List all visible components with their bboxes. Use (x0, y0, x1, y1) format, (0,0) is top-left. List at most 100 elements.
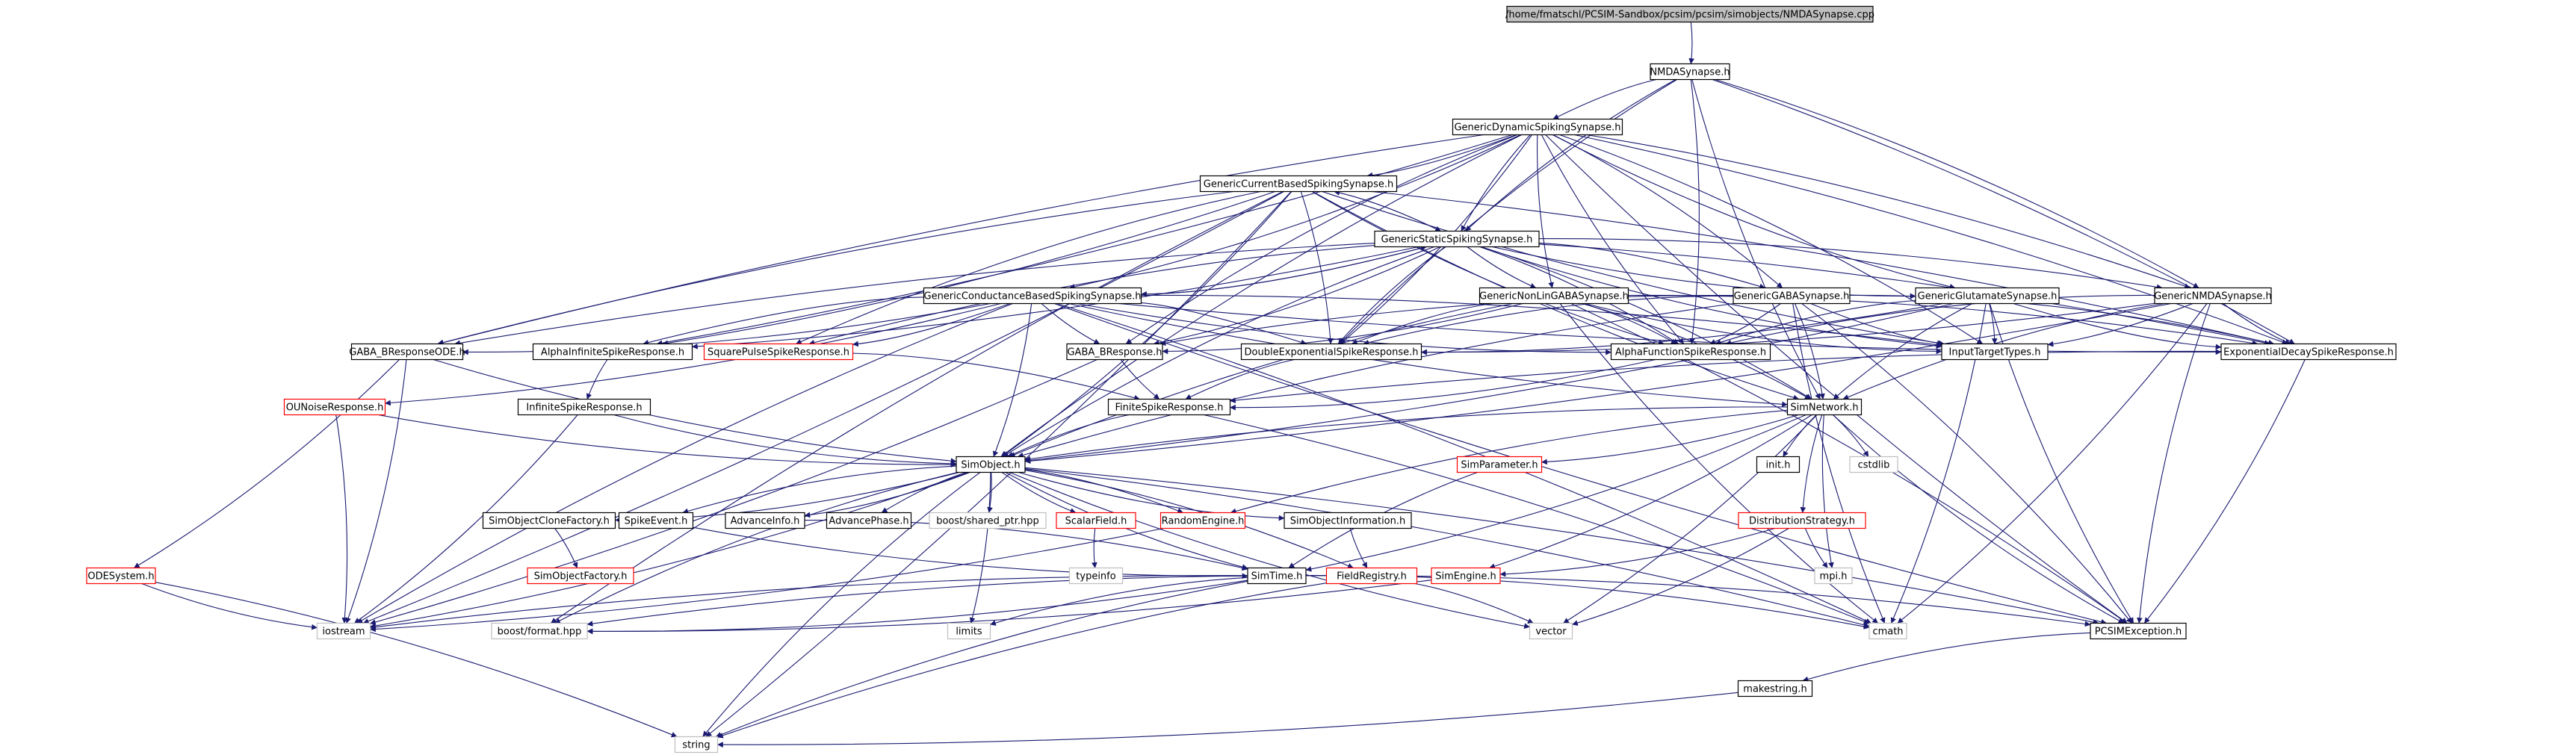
file-node-box (1506, 5, 1874, 23)
include-edge-gcbss-to-gabaode (437, 190, 1234, 346)
include-edge-simobject-to-cmath (1024, 467, 1870, 628)
file-node-label: AdvancePhase.h (829, 516, 908, 527)
file-node-distributionstrategy-h: DistributionStrategy.h (1738, 512, 1866, 529)
file-node-genericconductancebasedspikingsynapse-h[interactable]: GenericConductanceBasedSpikingSynapse.h (923, 287, 1142, 305)
file-node-cstdlib: cstdlib (1849, 456, 1898, 473)
file-node-alphainfinitespikeresponse-h[interactable]: AlphaInfiniteSpikeResponse.h (532, 343, 693, 361)
file-node-finitespikeresponse-h[interactable]: FiniteSpikeResponse.h (1107, 398, 1231, 416)
file-node-spikeevent-h[interactable]: SpikeEvent.h (618, 512, 694, 529)
include-edge-simnetwork-to-cstdlib (1833, 414, 1869, 457)
file-node-simnetwork-h[interactable]: SimNetwork.h (1786, 398, 1863, 416)
file-node-simtime-h[interactable]: SimTime.h (1247, 567, 1307, 585)
include-edge-simtime-to-string (715, 580, 1248, 738)
file-node-simobjectclonefactory-h[interactable]: SimObjectCloneFactory.h (482, 512, 616, 529)
file-node-advanceinfo-h[interactable]: AdvanceInfo.h (725, 512, 805, 529)
file-node-typeinfo: typeinfo (1068, 567, 1124, 585)
file-node-genericglutamatesynapse-h[interactable]: GenericGlutamateSynapse.h (1915, 287, 2060, 305)
file-node-infinitespikeresponse-h[interactable]: InfiniteSpikeResponse.h (517, 398, 651, 416)
include-edge-expdecay-to-finitespike (1230, 350, 2222, 403)
include-edge-gdss-to-pcsimexc (1545, 134, 2128, 624)
file-node-label: SquarePulseSpikeResponse.h (708, 347, 849, 358)
file-node-label: SimParameter.h (1461, 460, 1538, 471)
file-node-box (947, 622, 991, 640)
include-edge-simobject-to-limits (969, 472, 991, 624)
file-node-label: SimTime.h (1251, 571, 1303, 582)
file-node-box (527, 567, 634, 585)
include-edge-gcondss-to-inputtarget (1141, 294, 1942, 348)
file-node-genericdynamicspikingsynapse-h[interactable]: GenericDynamicSpikingSynapse.h (1452, 118, 1623, 136)
file-node-advancephase-h[interactable]: AdvancePhase.h (826, 512, 912, 529)
include-edge-gnmda-to-inputtarget (2047, 302, 2193, 347)
include-edge-gdss-to-inputtarget (1559, 134, 1984, 344)
include-edge-simobject-to-pcsimexc (1024, 467, 2099, 625)
file-node-box (1240, 343, 1422, 361)
file-node-exponentialdecayspikeresponse-h[interactable]: ExponentialDecaySpikeResponse.h (2220, 343, 2397, 361)
file-node-makestring-h[interactable]: makestring.h (1737, 680, 1813, 697)
include-edge-simnetwork-to-mpih (1821, 414, 1834, 568)
include-edge-gsss-to-doubleexp (1337, 246, 1446, 344)
file-node-box (316, 622, 371, 640)
file-node-label: GenericConductanceBasedSpikingSynapse.h (924, 291, 1142, 302)
file-node-box (491, 622, 588, 640)
file-node-label: FieldRegistry.h (1337, 571, 1407, 582)
include-edge-simnetwork-to-randomengine (1230, 409, 1788, 515)
file-node-box (1756, 456, 1801, 473)
file-node-gaba-bresponseode-h[interactable]: GABA_BResponseODE.h (349, 343, 465, 361)
include-edge-simobject-to-iostream (370, 471, 969, 629)
include-edge-diststrat-to-simengine (1499, 527, 1775, 577)
file-node-box (1068, 567, 1124, 585)
include-edge-gsss-to-squarepulse (808, 245, 1375, 346)
file-node-box (1479, 287, 1629, 305)
file-node-label: DoubleExponentialSpikeResponse.h (1245, 347, 1419, 358)
file-node-simobject-h[interactable]: SimObject.h (956, 456, 1026, 473)
file-node-label: AdvanceInfo.h (731, 516, 800, 527)
file-node-genericgabasynapse-h[interactable]: GenericGABASynapse.h (1733, 287, 1851, 305)
file-node-simparameter-h: SimParameter.h (1456, 456, 1543, 473)
include-edge-gdss-to-gcondss (1068, 134, 1521, 290)
file-node-label: boost/format.hpp (498, 627, 582, 638)
include-edge-gsss-to-gabab (1153, 246, 1440, 346)
file-node-box (1107, 398, 1231, 416)
file-node-label: limits (956, 627, 982, 638)
include-edge-nmda-to-alphafunc (1689, 79, 1700, 344)
file-node-pcsimexception-h[interactable]: PCSIMException.h (2090, 622, 2187, 640)
include-edge-gnmda-to-doubleexp (1421, 302, 2155, 355)
include-edge-simtime-to-pcsimexc (1305, 575, 2091, 627)
file-node-init-h[interactable]: init.h (1756, 456, 1801, 473)
include-edge-root-to-nmda (1688, 22, 1694, 64)
include-edge-gsss-to-expdecay (1538, 243, 2270, 346)
include-edge-gsss-to-alphainf (692, 246, 1419, 349)
file-node-nmdasynapse-h[interactable]: NMDASynapse.h (1650, 63, 1730, 81)
file-node-genericstaticspikingsynapse-h[interactable]: GenericStaticSpikingSynapse.h (1374, 230, 1540, 248)
file-node-simobjectinformation-h[interactable]: SimObjectInformation.h (1284, 512, 1412, 529)
file-node-genericcurrentbasedspikingsynapse-h[interactable]: GenericCurrentBasedSpikingSynapse.h (1199, 175, 1398, 193)
file-node-inputtargettypes-h[interactable]: InputTargetTypes.h (1941, 343, 2049, 361)
file-node-alphafunctionspikeresponse-h[interactable]: AlphaFunctionSpikeResponse.h (1610, 343, 1771, 361)
include-edge-squarepulse-to-finitespike (852, 352, 1140, 401)
include-edge-fieldreg-to-boostformat (586, 575, 1327, 627)
file-node-genericnmdasynapse-h[interactable]: GenericNMDASynapse.h (2154, 287, 2272, 305)
include-edge-doubleexp-to-finitespike (1185, 358, 1295, 400)
file-node-label: AlphaFunctionSpikeResponse.h (1615, 347, 1766, 358)
file-node-gaba-bresponse-h[interactable]: GABA_BResponse.h (1066, 343, 1163, 361)
file-node-genericnonlingabasynapse-h[interactable]: GenericNonLinGABASynapse.h (1479, 287, 1629, 305)
include-edge-gcondss-to-gsss (1141, 245, 1427, 295)
file-node-iostream: iostream (316, 622, 371, 640)
node-layer: /home/fmatschl/PCSIM-Sandbox/pcsim/pcsim… (86, 5, 2397, 754)
file-node-box (1452, 118, 1623, 136)
include-edge-gdss-to-gsss (1461, 134, 1531, 232)
include-edge-gnmda-to-expdecay (2223, 303, 2291, 345)
include-edge-gcbss-to-iostream (362, 191, 1284, 624)
file-node-label: GenericStaticSpikingSynapse.h (1381, 234, 1533, 246)
file-node-boost-shared-ptr-hpp: boost/shared_ptr.hpp (929, 512, 1047, 529)
include-edge-ggaba-to-inputtarget (1810, 302, 1943, 347)
file-node-box (703, 343, 854, 361)
file-node-box (1849, 456, 1898, 473)
include-edge-ggaba-to-simobject (1018, 302, 1734, 459)
file-node-box (1610, 343, 1771, 361)
file-node-label: GABA_BResponse.h (1067, 347, 1162, 358)
file-node-label: cmath (1872, 627, 1903, 638)
file-node-label: mpi.h (1820, 571, 1848, 582)
file-node-label: SimObjectFactory.h (534, 571, 628, 582)
file-node-doubleexponentialspikeresponse-h[interactable]: DoubleExponentialSpikeResponse.h (1240, 343, 1422, 361)
